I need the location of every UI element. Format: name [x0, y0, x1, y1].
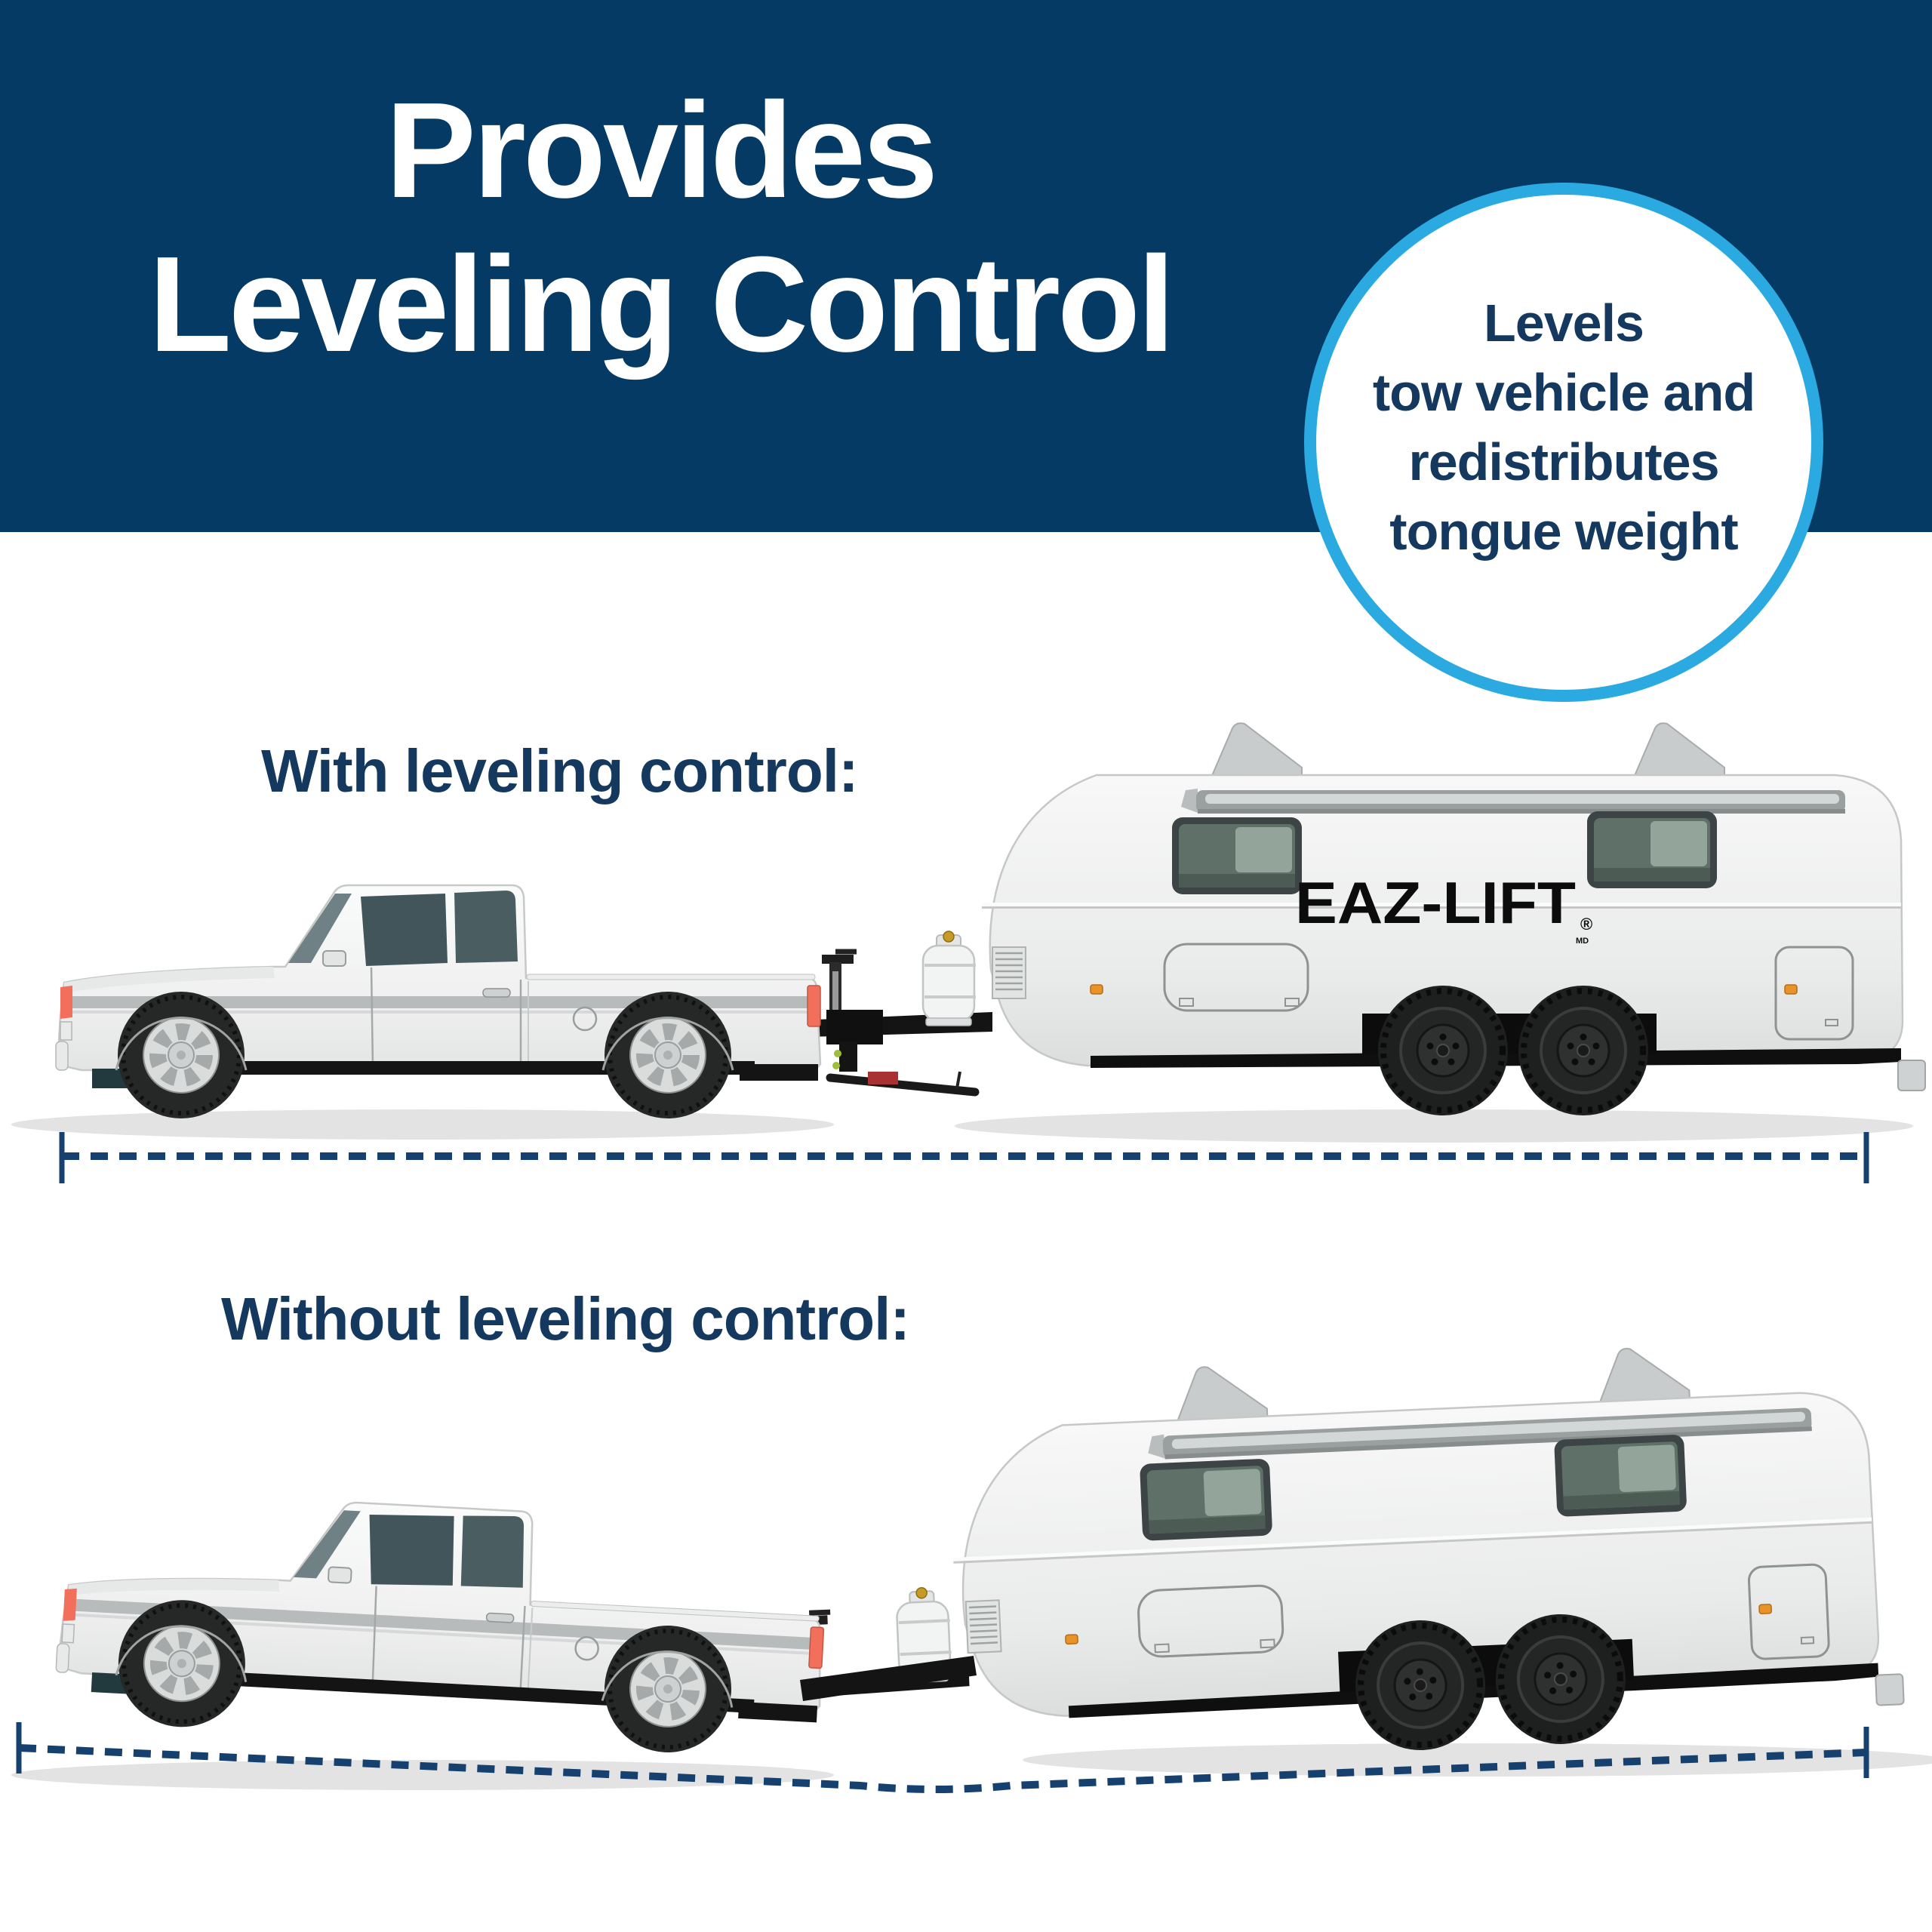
- trailer-shadow: [1023, 1743, 1932, 1777]
- heading-with-leveling: With leveling control:: [261, 737, 859, 804]
- scene-with-leveling: EAZ-LIFT ® MD: [11, 723, 1925, 1183]
- dashed-line: [18, 1744, 1867, 1793]
- md-mark: MD: [1576, 937, 1589, 946]
- trailer-shadow: [955, 1109, 1913, 1143]
- ground-line-sagging: [16, 1722, 1869, 1793]
- page-title: Provides Leveling Control: [30, 74, 1291, 382]
- title-line-2: Leveling Control: [148, 229, 1175, 380]
- pickup-truck-level: [56, 885, 820, 1118]
- scene-without-leveling: [11, 1337, 1932, 1793]
- title-line-1: Provides: [385, 75, 938, 226]
- travel-trailer-tilted: [745, 1337, 1905, 1779]
- ground-line-level: [59, 1132, 1869, 1183]
- benefit-badge: Levels tow vehicle and redistributes ton…: [1304, 183, 1823, 702]
- badge-line-3: redistributes: [1408, 432, 1720, 491]
- registered-mark: ®: [1580, 915, 1592, 934]
- badge-line-1: Levels: [1484, 294, 1644, 352]
- badge-text: Levels tow vehicle and redistributes ton…: [1373, 288, 1755, 566]
- badge-line-2: tow vehicle and: [1372, 363, 1755, 422]
- pickup-truck-sagging: [54, 1487, 829, 1761]
- badge-line-4: tongue weight: [1389, 502, 1738, 561]
- truck-shadow: [11, 1760, 834, 1790]
- truck-shadow: [11, 1109, 834, 1140]
- hitch-connector: [800, 1656, 977, 1701]
- heading-without-leveling: Without leveling control:: [221, 1285, 910, 1352]
- eaz-lift-logo: EAZ-LIFT: [1295, 869, 1576, 936]
- weight-distribution-hitch-icon: [826, 1010, 980, 1097]
